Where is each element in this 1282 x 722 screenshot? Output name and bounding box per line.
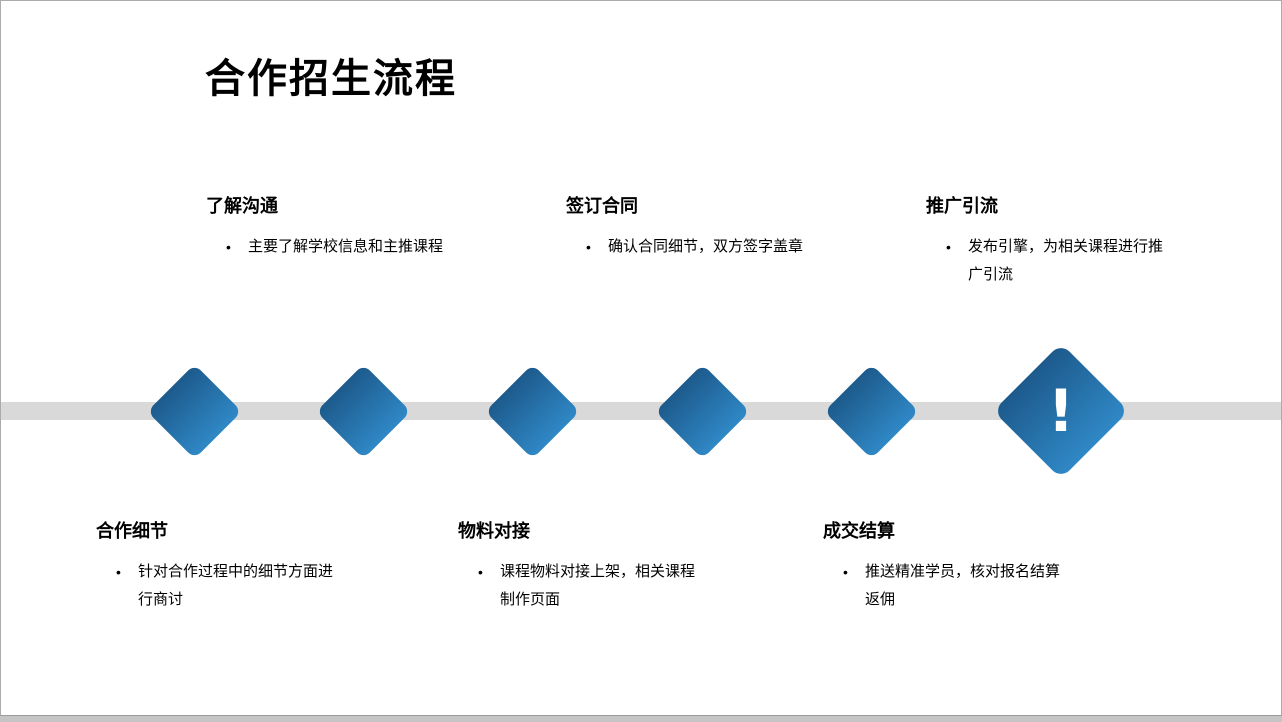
step-heading: 物料对接 [458,521,530,541]
step-block-deal-settlement: 成交结算 • 推送精准学员，核对报名结算返佣 [823,518,1067,614]
step-bullet-text: 主要了解学校信息和主推课程 [248,238,444,255]
step-bullet-text: 发布引擎，为相关课程进行推广引流 [968,238,1164,283]
step-block-sign-contract: 签订合同 • 确认合同细节，双方签字盖章 [566,193,803,261]
timeline-diamond-final: ! [993,343,1129,479]
step-bullet-text: 确认合同细节，双方签字盖章 [608,238,804,255]
step-bullet: • 针对合作过程中的细节方面进行商讨 [96,558,340,614]
exclamation-mark: ! [1047,377,1075,445]
bullet-dot: • [116,564,121,580]
timeline-diamond-1 [147,364,242,459]
bullet-dot: • [843,564,848,580]
timeline-diamond-2 [316,364,411,459]
step-block-materials-handover: 物料对接 • 课程物料对接上架，相关课程制作页面 [458,518,702,614]
step-block-understand-communicate: 了解沟通 • 主要了解学校信息和主推课程 [206,193,443,261]
step-heading: 推广引流 [926,196,998,216]
step-bullet-text: 课程物料对接上架，相关课程制作页面 [500,563,696,608]
timeline-diamond-5 [824,364,919,459]
step-heading: 签订合同 [566,196,638,216]
bullet-dot: • [946,239,951,255]
step-heading: 合作细节 [96,521,168,541]
slide-title: 合作招生流程 [205,57,457,101]
timeline-diamond-3 [485,364,580,459]
step-bullet: • 课程物料对接上架，相关课程制作页面 [458,558,702,614]
timeline-diamond-4 [655,364,750,459]
bullet-dot: • [478,564,483,580]
step-bullet: • 发布引擎，为相关课程进行推广引流 [926,233,1170,289]
bullet-dot: • [226,239,231,255]
step-bullet: • 确认合同细节，双方签字盖章 [566,233,803,261]
step-bullet: • 主要了解学校信息和主推课程 [206,233,443,261]
step-block-promote-traffic: 推广引流 • 发布引擎，为相关课程进行推广引流 [926,193,1170,289]
step-bullet: • 推送精准学员，核对报名结算返佣 [823,558,1067,614]
step-heading: 成交结算 [823,521,895,541]
step-block-cooperation-details: 合作细节 • 针对合作过程中的细节方面进行商讨 [96,518,340,614]
bullet-dot: • [586,239,591,255]
step-bullet-text: 针对合作过程中的细节方面进行商讨 [138,563,334,608]
step-heading: 了解沟通 [206,196,278,216]
step-bullet-text: 推送精准学员，核对报名结算返佣 [865,563,1061,608]
canvas-bottom-edge [0,716,1282,722]
